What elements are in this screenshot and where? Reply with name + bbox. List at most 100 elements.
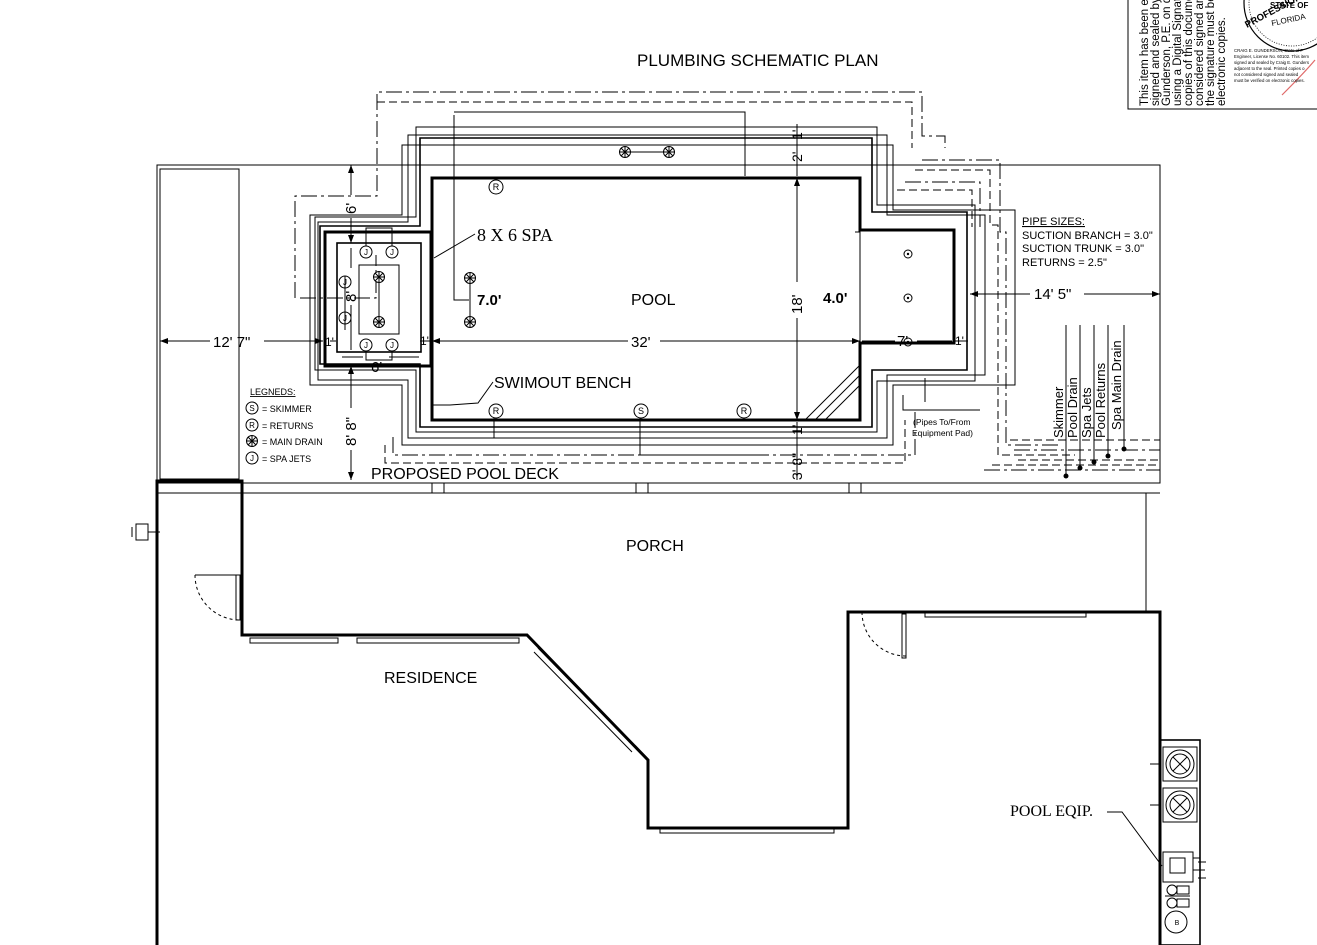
spa-main-drain (373, 316, 385, 328)
seal-statement-line: Gunderson, P.E. on da (1161, 0, 1173, 106)
pipe-label-pool-drain: Pool Drain (1065, 377, 1080, 438)
dim-bottom-gap-small: 1' (789, 425, 805, 435)
seal-statement-line: using a Digital Signatu (1172, 0, 1184, 106)
dim-gap-mark: 1' (955, 334, 964, 348)
legend-item-returns: R = RETURNS (245, 418, 313, 432)
svg-text:J: J (390, 248, 394, 257)
dimension-lines (160, 124, 1160, 480)
seal-statement-line: electronic copies. (1216, 17, 1228, 106)
seal-fine-line: not considered signed and sealed (1234, 72, 1299, 77)
swimout-bench-label: SWIMOUT BENCH (494, 375, 631, 392)
spa-main-drain (373, 271, 385, 283)
pipe-size-suction-trunk: SUCTION TRUNK = 3.0" (1022, 243, 1144, 255)
porch-label: PORCH (626, 538, 684, 555)
pipe-label-spa-main-drain: Spa Main Drain (1109, 340, 1124, 430)
svg-text:= MAIN DRAIN: = MAIN DRAIN (262, 437, 323, 447)
legend-heading: LEGNEDS: (250, 387, 296, 397)
legend: LEGNEDS: S = SKIMMER R = RETURNS = MAIN … (245, 387, 323, 465)
svg-text:S: S (249, 404, 254, 413)
dim-left-setback: 12' 7" (213, 334, 250, 351)
seal-fine-line: signed and sealed by Craig E. Gunders (1234, 60, 1309, 65)
seal-fine-line: CRAIG E. GUNDERSON, State of F (1234, 48, 1303, 53)
pump-icon (1150, 746, 1198, 782)
dim-spa-top-clear: 6' (343, 203, 360, 214)
dim-gap-mark: 1' (420, 334, 429, 348)
legend-item-main-drain: = MAIN DRAIN (246, 435, 323, 447)
floor-light (903, 293, 913, 303)
signature-stroke (1281, 59, 1316, 96)
main-drain-fitting (464, 272, 476, 284)
seal-statement-line: This item has been ele (1139, 0, 1151, 106)
residence-label: RESIDENCE (384, 670, 477, 687)
svg-text:J: J (364, 341, 368, 350)
pipe-routing (294, 91, 1160, 479)
pool-deck-boundary (156, 164, 1161, 484)
dim-bottom-gap: 3' 8" (789, 453, 805, 480)
valve-icon (1165, 884, 1190, 909)
pool-labels: 8 X 6 SPA POOL 7.0' 4.0' SWIMOUT BENCH P… (371, 225, 973, 483)
seal-fine-print: CRAIG E. GUNDERSON, State of F Engineer,… (1234, 48, 1309, 83)
dimension-labels: 12' 7" 32' 14' 5" 7' 6' 6' 8' 8' 8" 18' … (213, 130, 1071, 480)
svg-text:R: R (741, 406, 748, 416)
pipe-size-returns: RETURNS = 2.5" (1022, 257, 1107, 269)
pipes-note-line-2: Equipment Pad) (912, 428, 973, 438)
svg-text:J: J (390, 341, 394, 350)
return-fitting: R (488, 403, 504, 419)
spa-jet: J (359, 338, 373, 352)
fixtures: R R R S (338, 146, 913, 419)
return-fitting: R (736, 403, 752, 419)
svg-text:R: R (493, 182, 500, 192)
seal-fine-line: adjacent to the seal. Printed copies o (1234, 66, 1305, 71)
main-drain-fitting (464, 316, 476, 328)
dim-right-setback: 14' 5" (1034, 286, 1071, 303)
spa-jet: J (385, 338, 399, 352)
spa-basin (323, 230, 433, 368)
pipe-sizes-note: PIPE SIZES: SUCTION BRANCH = 3.0" SUCTIO… (1022, 216, 1153, 269)
seal-fine-line: must be verified on electronic copies. (1234, 78, 1305, 83)
equipment-pad: B POOL EQIP. (1010, 739, 1206, 945)
floor-light (903, 337, 913, 347)
svg-text:= SPA JETS: = SPA JETS (262, 454, 311, 464)
seal-fine-line: Engineer, License No. 60102. This item (1234, 54, 1309, 59)
pump-icon (1150, 787, 1198, 823)
dim-spa-length: 8' (343, 291, 360, 302)
engineer-seal-block: This item has been ele signed and sealed… (1127, 0, 1317, 110)
legend-item-spa-jets: J = SPA JETS (245, 451, 311, 465)
dim-pool-width: 18' (789, 294, 806, 314)
pipe-label-pool-returns: Pool Returns (1093, 362, 1108, 438)
pool-deck-label: PROPOSED POOL DECK (371, 466, 559, 483)
pipe-sizes-heading: PIPE SIZES: (1022, 216, 1085, 228)
svg-text:J: J (250, 454, 254, 463)
seal-statement-line: the signature must be v (1205, 0, 1217, 106)
meter-icon: B (1164, 910, 1188, 934)
swimout-hatching (804, 364, 861, 421)
pool-label: POOL (631, 292, 676, 309)
pipe-size-suction-branch: SUCTION BRANCH = 3.0" (1022, 230, 1153, 242)
svg-text:S: S (638, 406, 644, 416)
shallow-end-depth: 4.0' (823, 290, 847, 307)
hose-bib-icon (131, 523, 160, 541)
svg-text:= RETURNS: = RETURNS (262, 421, 313, 431)
svg-text:R: R (493, 406, 500, 416)
door-swing (861, 611, 907, 659)
filter-icon (1162, 851, 1206, 890)
pipe-line-labels: Skimmer Pool Drain Spa Jets Pool Returns… (1051, 340, 1124, 438)
legend-item-skimmer: S = SKIMMER (245, 401, 312, 415)
seal-statement-line: signed and sealed by C (1150, 0, 1162, 106)
svg-text:R: R (249, 421, 255, 430)
seal-statement-line: considered signed and (1194, 0, 1206, 106)
pipes-note-line-1: (Pipes To/From (913, 417, 970, 427)
drawing-title: PLUMBING SCHEMATIC PLAN (637, 51, 879, 70)
dim-spa-bottom-clear: 8' 8" (343, 417, 360, 446)
main-drain-fitting (619, 146, 631, 158)
pool-equipment-label: POOL EQIP. (1010, 803, 1093, 820)
svg-text:= SKIMMER: = SKIMMER (262, 404, 312, 414)
porch: PORCH (157, 482, 1160, 612)
spa-label: 8 X 6 SPA (477, 225, 553, 245)
skimmer-fitting: S (633, 403, 649, 419)
dim-pool-length: 32' (631, 334, 651, 351)
dim-spa-width: 6' (371, 359, 382, 376)
floor-light (903, 249, 913, 259)
spa-jet: J (385, 245, 399, 259)
